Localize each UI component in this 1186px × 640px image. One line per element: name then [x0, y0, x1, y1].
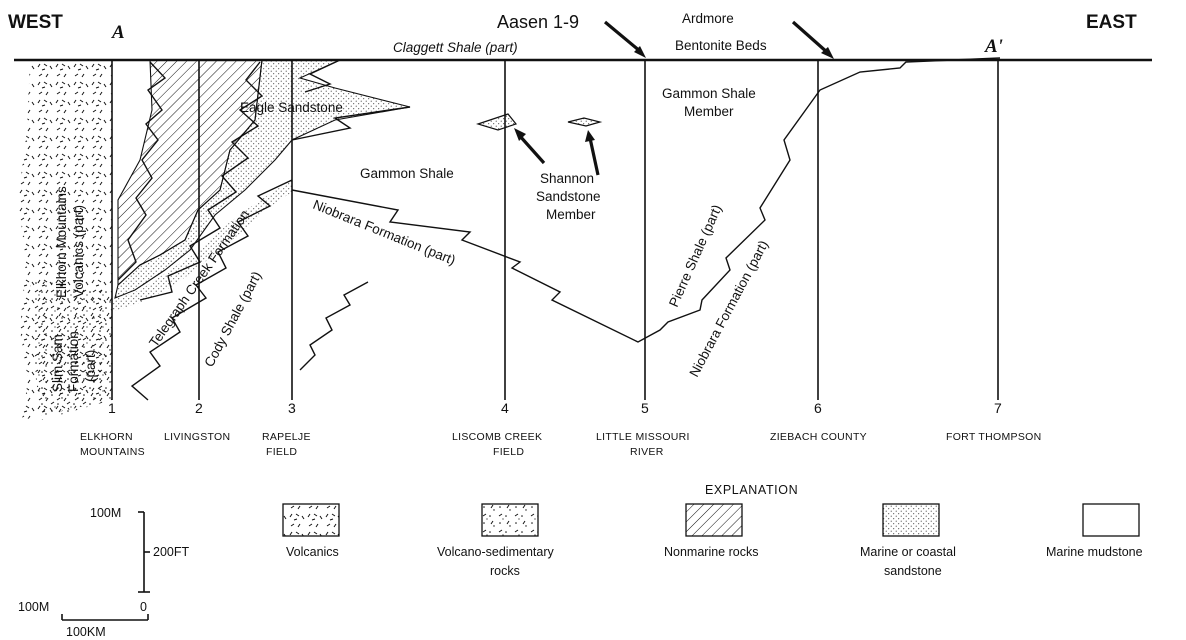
intertonguing-lines: [117, 57, 1001, 401]
gammon-member-label-2: Member: [684, 104, 734, 119]
horizontal-scale-bar: [61, 614, 149, 621]
well-number-3: 3: [288, 400, 296, 416]
pierre-shale-label: Pierre Shale (part): [666, 202, 725, 309]
shannon-arrow-2: [585, 130, 600, 176]
gammon-shale-label: Gammon Shale: [360, 166, 454, 181]
slim-sam-unit: [30, 280, 112, 420]
elkhorn-volcanics-label-2: Volcanics (part): [71, 205, 86, 298]
well-2-location-1: LIVINGSTON: [164, 431, 230, 443]
vertical-scale-bar: [138, 511, 150, 593]
well-number-6: 6: [814, 400, 822, 416]
well-6-location-1: ZIEBACH COUNTY: [770, 431, 867, 443]
well-columns: [111, 60, 999, 400]
shannon-lens-2: [567, 117, 603, 127]
legend-nonmarine-swatch: [685, 503, 743, 537]
gammon-member-label-1: Gammon Shale: [662, 86, 756, 101]
well-4-location-1: LISCOMB CREEK: [452, 431, 542, 443]
claggett-shale-label: Claggett Shale (part): [393, 40, 518, 55]
ardmore-label-line1: Ardmore: [682, 11, 734, 26]
well-7-location-1: FORT THOMPSON: [946, 431, 1042, 443]
well-5-location-2: RIVER: [630, 446, 664, 458]
well-4-location-2: FIELD: [493, 446, 524, 458]
ardmore-arrow: [791, 20, 834, 59]
legend-mudstone-swatch: [1082, 503, 1140, 537]
legend-volcanics-swatch: [282, 503, 340, 537]
slim-sam-label-3: (part): [83, 350, 98, 382]
shannon-lens-1: [476, 113, 518, 131]
legend-nonmarine-label: Nonmarine rocks: [664, 545, 758, 559]
well-number-5: 5: [641, 400, 649, 416]
shannon-label-2: Sandstone: [536, 189, 601, 204]
shannon-label-3: Member: [546, 207, 596, 222]
well-number-1: 1: [108, 400, 116, 416]
scale-zero-label: 0: [140, 600, 147, 614]
well-number-2: 2: [195, 400, 203, 416]
aasen-arrow: [603, 20, 646, 58]
well-3-location-2: FIELD: [266, 446, 297, 458]
legend-volcano-sed-label-1: Volcano-sedimentary: [437, 545, 554, 559]
legend-volcanics-label: Volcanics: [286, 545, 339, 559]
shannon-arrow-1: [514, 128, 546, 165]
scale-100m-h-label: 100M: [18, 600, 49, 614]
elkhorn-volcanics-label-1: Elkhorn Mountains: [54, 186, 69, 298]
slim-sam-label-1: Slim Sam: [50, 334, 65, 392]
legend-sandstone-label-2: sandstone: [884, 564, 942, 578]
ardmore-label-line2: Bentonite Beds: [675, 38, 767, 53]
well-1-location-2: MOUNTAINS: [80, 446, 145, 458]
aasen-well-label: Aasen 1-9: [497, 12, 579, 32]
west-label: WEST: [8, 12, 63, 33]
well-number-7: 7: [994, 400, 1002, 416]
legend-mudstone-label: Marine mudstone: [1046, 545, 1143, 559]
legend-volcano-sed-swatch: [481, 503, 539, 537]
east-label: EAST: [1086, 12, 1137, 33]
eagle-sandstone-label: Eagle Sandstone: [240, 100, 343, 115]
legend-volcano-sed-label-2: rocks: [490, 564, 520, 578]
scale-100m-label: 100M: [90, 506, 121, 520]
shannon-label-1: Shannon: [540, 171, 594, 186]
well-5-location-1: LITTLE MISSOURI: [596, 431, 690, 443]
well-number-4: 4: [501, 400, 509, 416]
sandstone-lower-belt: [112, 180, 292, 312]
section-start-label: A: [111, 22, 125, 43]
well-3-location-1: RAPELJE: [262, 431, 311, 443]
well-1-location-1: ELKHORN: [80, 431, 133, 443]
explanation-title: EXPLANATION: [705, 483, 798, 497]
legend-sandstone-swatch: [882, 503, 940, 537]
cody-shale-label: Cody Shale (part): [201, 269, 264, 369]
scale-100km-label: 100KM: [66, 625, 106, 639]
section-end-label: A': [984, 36, 1003, 57]
scale-200ft-label: 200FT: [153, 545, 189, 559]
legend-sandstone-label-1: Marine or coastal: [860, 545, 956, 559]
slim-sam-label-2: Formation: [66, 331, 81, 392]
